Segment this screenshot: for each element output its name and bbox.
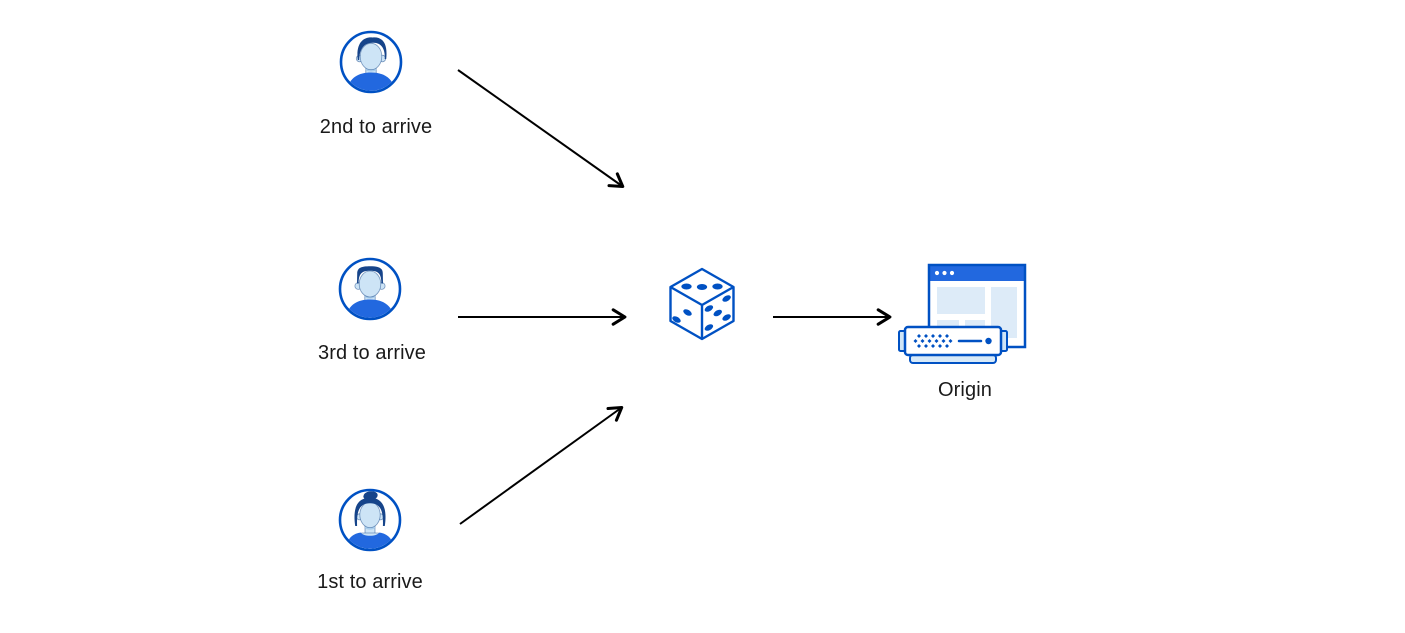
user-avatar-man-swept-hair-icon xyxy=(339,30,403,94)
client-label-third: 3rd to arrive xyxy=(317,342,426,364)
origin-label: Origin xyxy=(938,379,992,401)
dice-icon xyxy=(669,267,735,341)
arrow-client2-to-dice xyxy=(457,69,625,189)
client-node-first xyxy=(338,488,402,557)
client-label-second: 2nd to arrive xyxy=(319,116,433,138)
origin-server-icon xyxy=(898,263,1027,364)
user-avatar-woman-bun-icon xyxy=(338,488,402,552)
client-node-third xyxy=(338,257,402,326)
arrow-client1-to-dice xyxy=(459,405,624,525)
client-node-second xyxy=(339,30,403,99)
client-label-first: 1st to arrive xyxy=(317,571,423,593)
server-vent-pattern xyxy=(913,334,953,348)
steering-node xyxy=(662,264,742,349)
user-avatar-man-short-hair-icon xyxy=(338,257,402,321)
origin-node xyxy=(893,257,1029,374)
